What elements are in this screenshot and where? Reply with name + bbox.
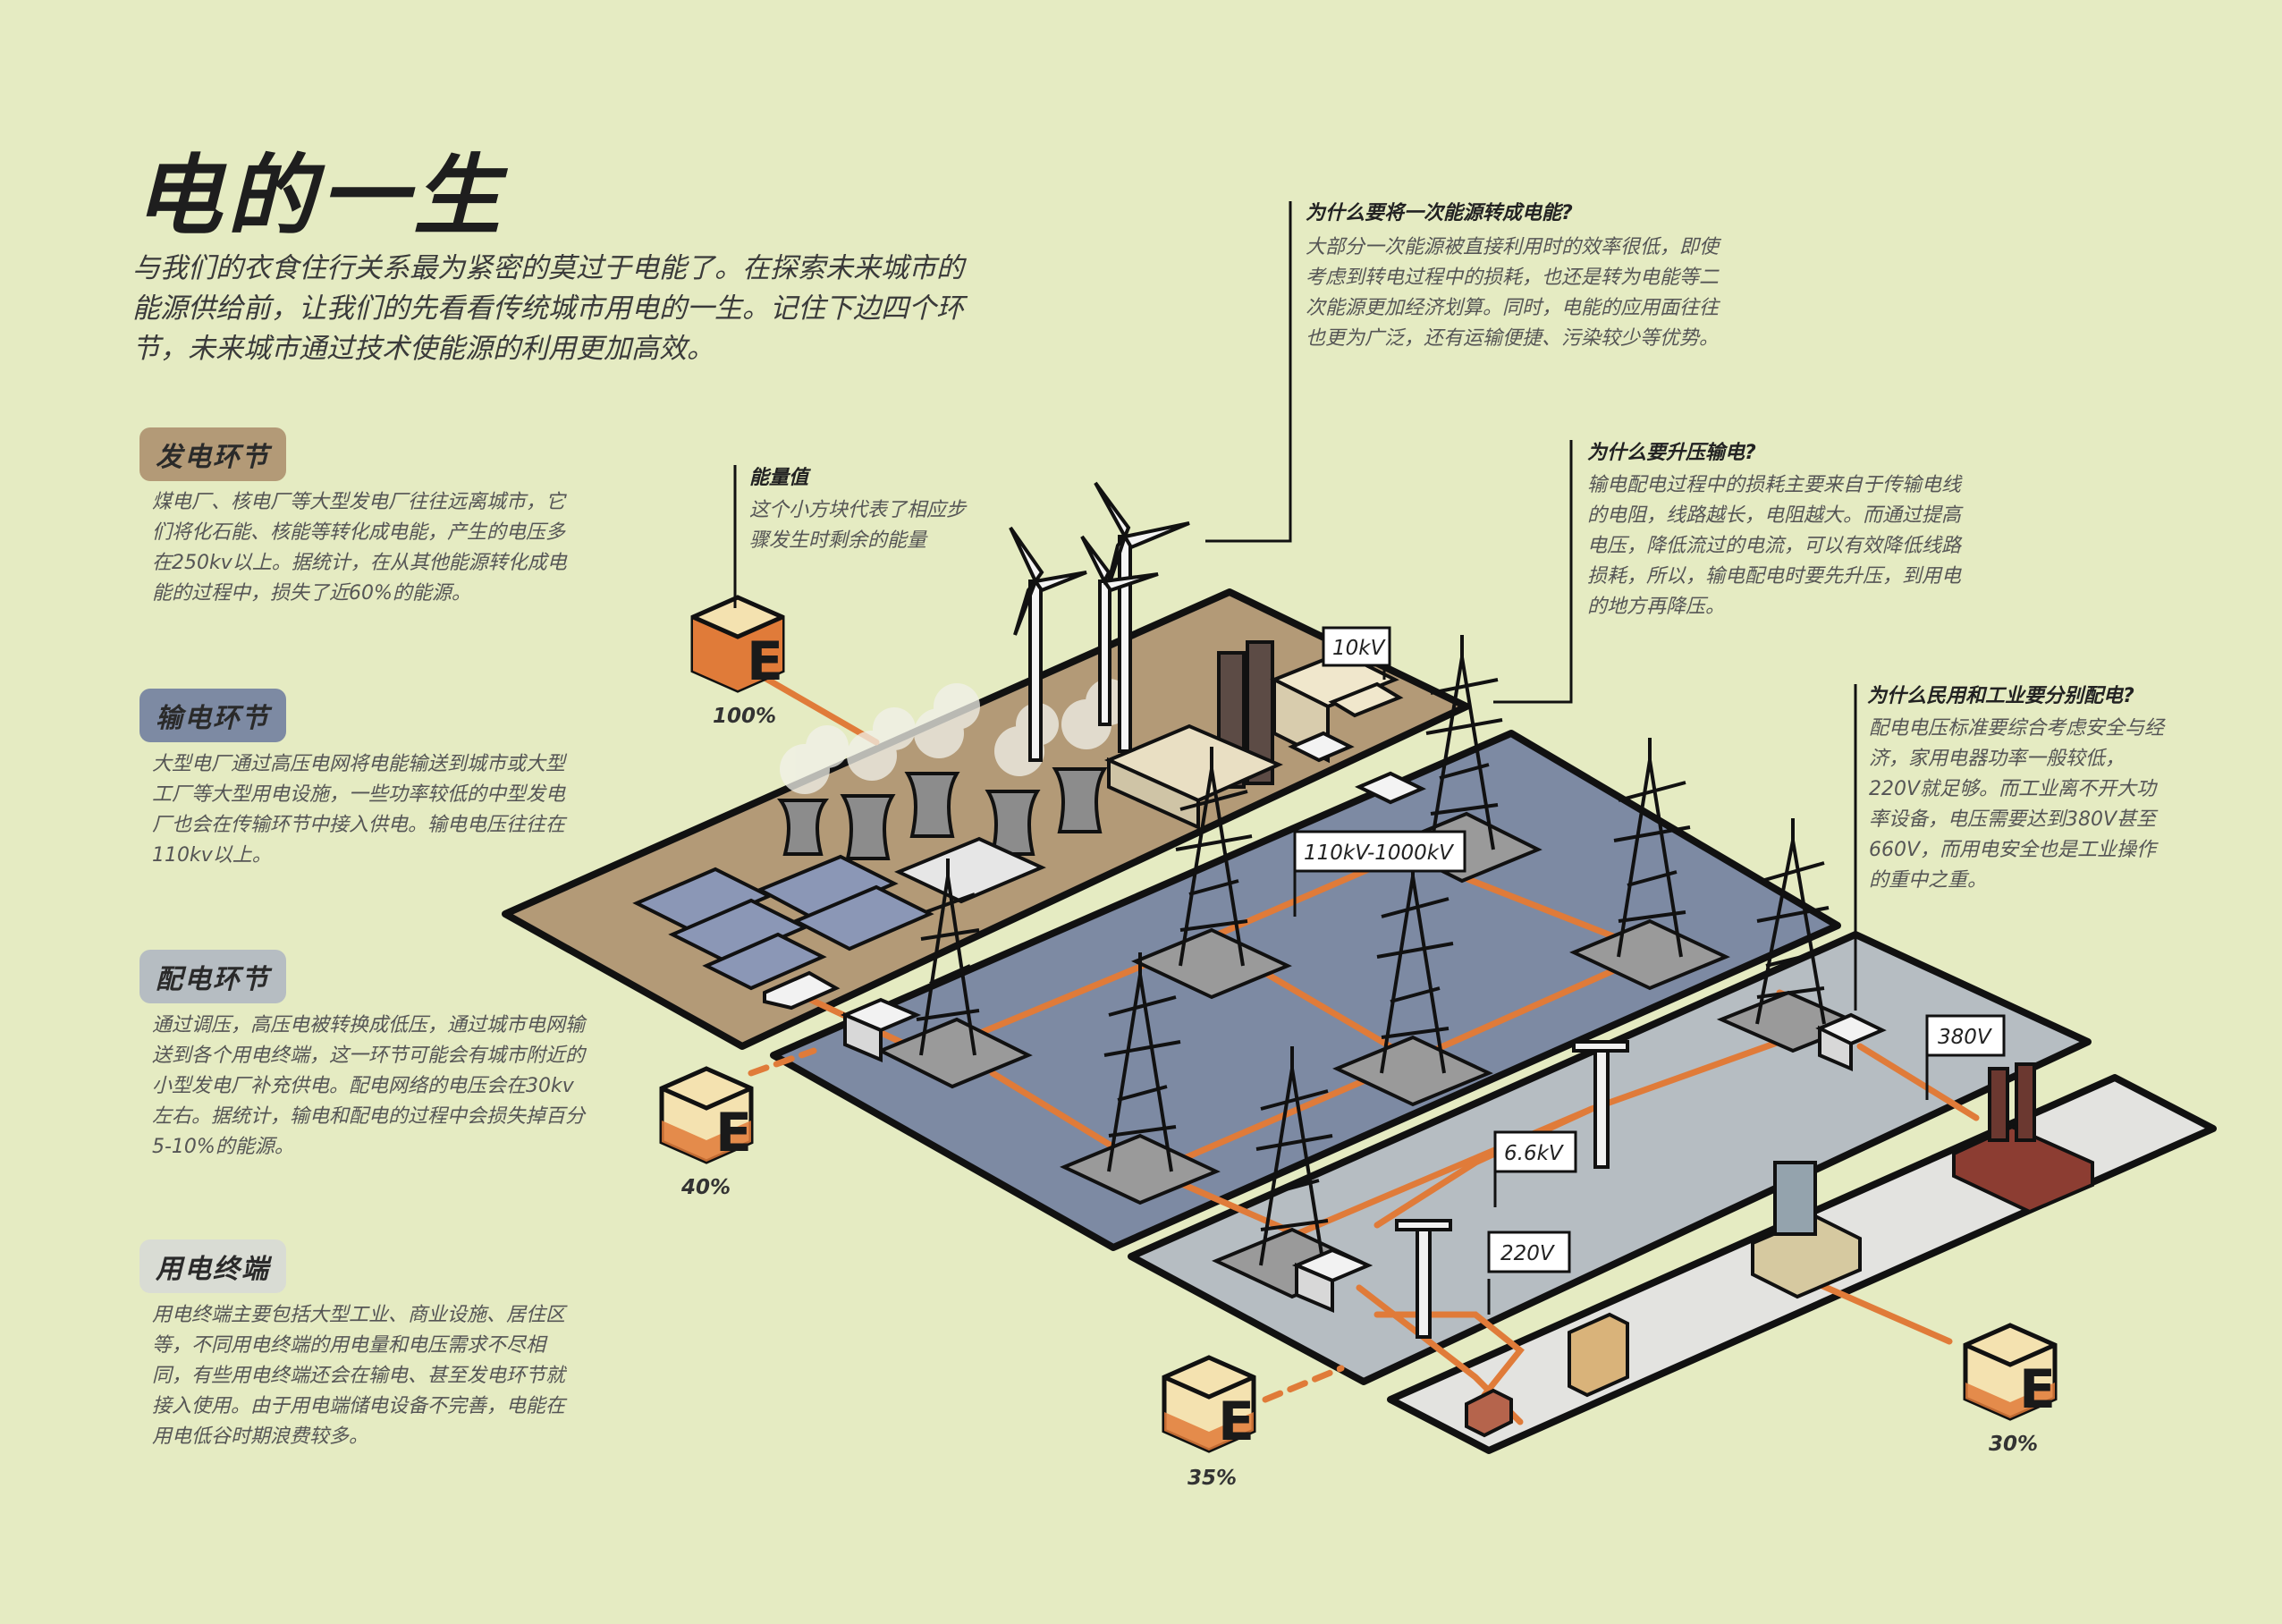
note-text-why-separate: 配电电压标准要综合考虑安全与经济，家用电器功率一般较低，220V就足够。而工业离… — [1869, 717, 2165, 892]
energy-cube-4-letter: E — [2019, 1358, 2056, 1421]
energy-cube-1-fill — [693, 617, 782, 690]
energy-cube-2-letter: E — [715, 1102, 752, 1164]
note-title-why-separate: 为什么民用和工业要分别配电? — [1867, 685, 2134, 707]
note-text-energy-value: 这个小方块代表了相应步骤发生时剩余的能量 — [749, 499, 967, 552]
solar-panels — [632, 854, 934, 1011]
svg-text:380V: 380V — [1938, 1026, 1993, 1049]
svg-text:10kV: 10kV — [1332, 637, 1387, 660]
energy-cube-2: E 40% — [659, 1066, 754, 1199]
power-plant — [1103, 640, 1426, 831]
voltage-label-380v: 380V — [1925, 1014, 2006, 1057]
energy-cube-3-fill — [1164, 1412, 1254, 1451]
note-title-energy-value: 能量值 — [749, 467, 809, 489]
section-label-enduse: 用电终端 — [139, 1239, 286, 1293]
energy-cube-1-letter: E — [747, 630, 783, 693]
section-text-distribution: 通过调压，高压电被转换成低压，通过城市电网输送到各个用电终端，这一环节可能会有城… — [152, 1014, 586, 1158]
page-title: 电的一生 — [134, 146, 507, 248]
note-text-why-convert: 大部分一次能源被直接利用时的效率很低，即使考虑到转电过程中的损耗，也还是转为电能… — [1306, 236, 1720, 350]
voltage-label-66kv: 6.6kV — [1493, 1130, 1577, 1173]
svg-text:220V: 220V — [1500, 1242, 1556, 1265]
energy-cube-3: E 35% — [1162, 1355, 1256, 1490]
energy-cube-2-pct: 40% — [680, 1176, 731, 1199]
intro-text: 与我们的衣食住行关系最为紧密的莫过于电能了。在探索未来城市的能源供给前，让我们的… — [132, 252, 964, 365]
energy-cube-3-letter: E — [1218, 1391, 1255, 1453]
tower-5 — [1569, 738, 1730, 991]
energy-cube-4-pct: 30% — [1989, 1433, 2038, 1456]
svg-text:110kV-1000kV: 110kV-1000kV — [1304, 842, 1455, 865]
section-label-distribution: 配电环节 — [139, 950, 286, 1003]
tower-6 — [1060, 952, 1221, 1205]
utility-poles — [1395, 1040, 1629, 1339]
plant-building — [894, 836, 1046, 904]
note-text-why-boost: 输电配电过程中的损耗主要来自于传输电线的电阻，线路越长，电阻越大。而通过提高电压… — [1587, 474, 1962, 618]
energy-cube-4: E 30% — [1963, 1323, 2058, 1456]
section-text-generation: 煤电厂、核电厂等大型发电厂往往远离城市，它们将化石能、核能等转化成电能，产生的电… — [152, 491, 567, 605]
energy-cube-3-pct: 35% — [1187, 1467, 1237, 1490]
transmission-plane — [770, 730, 1841, 1251]
end-use-buildings — [1465, 1062, 2094, 1438]
tower-1 — [876, 859, 1033, 1089]
energy-cube-1-pct: 100% — [713, 705, 776, 728]
svg-text:6.6kV: 6.6kV — [1504, 1142, 1565, 1165]
energy-cube-4-fill — [1965, 1383, 2055, 1418]
section-label-generation: 发电环节 — [139, 427, 286, 481]
voltage-label-110kv: 110kV-1000kV — [1293, 830, 1466, 873]
note-title-why-convert: 为什么要将一次能源转成电能? — [1306, 202, 1573, 224]
wind-turbines — [1009, 481, 1190, 762]
tower-4 — [1332, 854, 1493, 1107]
section-text-enduse: 用电终端主要包括大型工业、商业设施、居住区等，不同用电终端的用电量和电压需求不尽… — [152, 1304, 566, 1448]
transformers — [840, 771, 1887, 1314]
section-text-transmission: 大型电厂通过高压电网将电能输送到城市或大型工厂等大型用电设施，一些功率较低的中型… — [152, 753, 566, 867]
energy-cube-2-fill — [662, 1121, 751, 1162]
section-label-transmission: 输电环节 — [139, 689, 286, 742]
energy-cube-1: E 100% — [690, 595, 785, 728]
note-title-why-boost: 为什么要升压输电? — [1587, 442, 1756, 464]
callout-lines — [733, 201, 1929, 1315]
tower-2 — [1131, 747, 1292, 1000]
voltage-label-220v: 220V — [1487, 1231, 1571, 1273]
voltage-label-10kv: 10kV — [1322, 626, 1391, 667]
power-lines — [748, 672, 1980, 1425]
